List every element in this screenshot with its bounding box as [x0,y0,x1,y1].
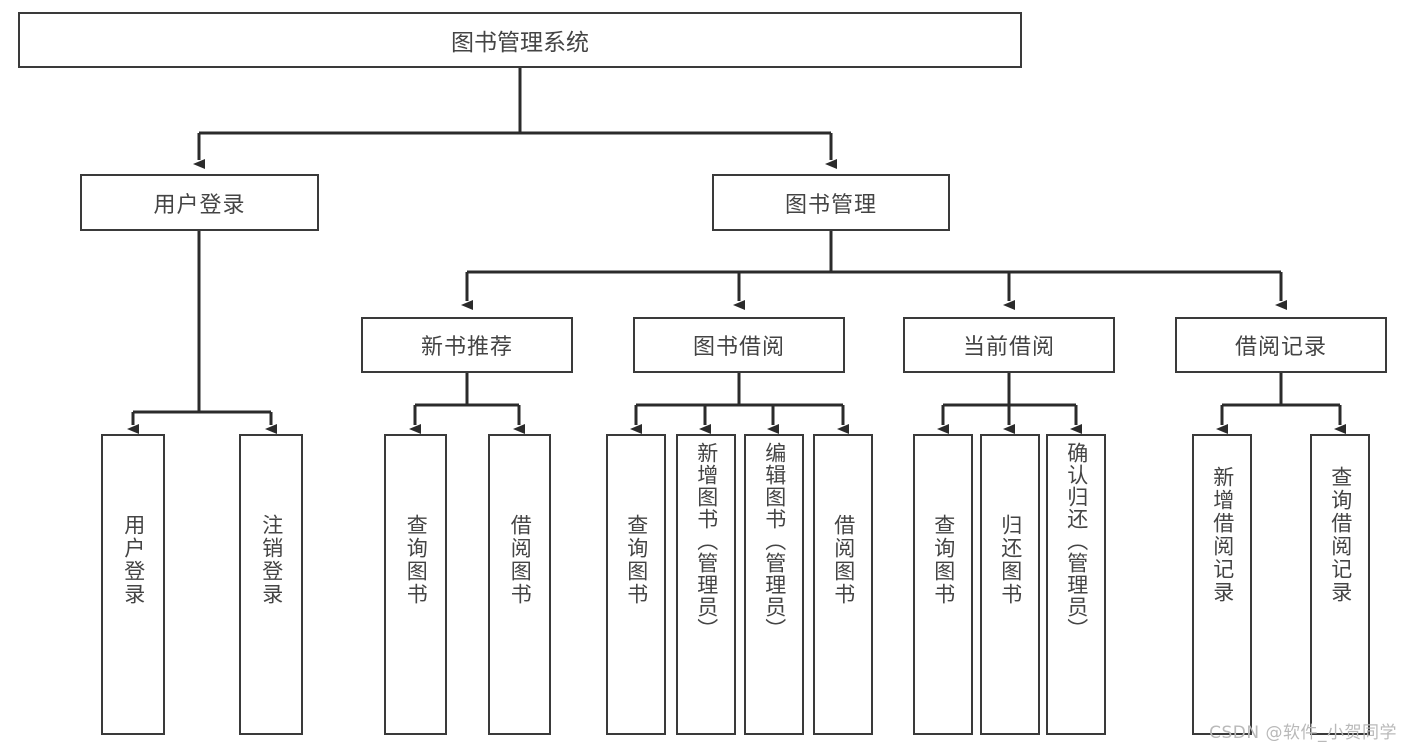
leaf-logout-label: 注销登录 [259,514,284,606]
leaf-return-book[interactable]: 归还图书 [980,434,1040,735]
leaf-query-book-current-label: 查询图书 [931,514,956,606]
leaf-add-book-label: 新增图书（管理员） [694,442,719,640]
leaf-borrow-book-recommend-label: 借阅图书 [508,514,533,606]
node-book-manage-label: 图书管理 [784,192,877,218]
csdn-watermark: CSDN @软件_小贺同学 [1209,723,1397,743]
leaf-user-login-label: 用户登录 [121,514,146,606]
leaf-confirm-return-label: 确认归还（管理员） [1064,442,1089,640]
leaf-query-borrow-record[interactable]: 查询借阅记录 [1310,434,1370,735]
node-current-borrow-label: 当前借阅 [962,335,1055,360]
leaf-add-borrow-record-label: 新增借阅记录 [1210,466,1235,604]
leaf-edit-book-label: 编辑图书（管理员） [762,442,787,640]
node-borrow-record-label: 借阅记录 [1234,335,1327,360]
leaf-return-book-label: 归还图书 [998,514,1023,606]
leaf-borrow-book-borrow[interactable]: 借阅图书 [813,434,873,735]
node-book-borrow[interactable]: 图书借阅 [633,317,845,373]
node-user-login[interactable]: 用户登录 [80,174,319,231]
leaf-query-book-borrow-label: 查询图书 [624,514,649,606]
leaf-query-borrow-record-label: 查询借阅记录 [1328,466,1353,604]
leaf-query-book-recommend[interactable]: 查询图书 [384,434,447,735]
node-book-manage[interactable]: 图书管理 [712,174,950,231]
node-current-borrow[interactable]: 当前借阅 [903,317,1115,373]
node-root-label: 图书管理系统 [451,30,589,56]
leaf-borrow-book-recommend[interactable]: 借阅图书 [488,434,551,735]
leaf-user-login[interactable]: 用户登录 [101,434,165,735]
node-new-book-recommend[interactable]: 新书推荐 [361,317,573,373]
node-root[interactable]: 图书管理系统 [18,12,1022,68]
leaf-logout[interactable]: 注销登录 [239,434,303,735]
leaf-query-book-borrow[interactable]: 查询图书 [606,434,666,735]
leaf-borrow-book-borrow-label: 借阅图书 [831,514,856,606]
node-borrow-record[interactable]: 借阅记录 [1175,317,1387,373]
leaf-add-book[interactable]: 新增图书（管理员） [676,434,736,735]
node-user-login-label: 用户登录 [153,192,246,218]
leaf-confirm-return[interactable]: 确认归还（管理员） [1046,434,1106,735]
leaf-add-borrow-record[interactable]: 新增借阅记录 [1192,434,1252,735]
leaf-query-book-recommend-label: 查询图书 [404,514,429,606]
leaf-edit-book[interactable]: 编辑图书（管理员） [744,434,804,735]
node-new-book-recommend-label: 新书推荐 [420,335,513,360]
node-book-borrow-label: 图书借阅 [692,335,785,360]
leaf-query-book-current[interactable]: 查询图书 [913,434,973,735]
